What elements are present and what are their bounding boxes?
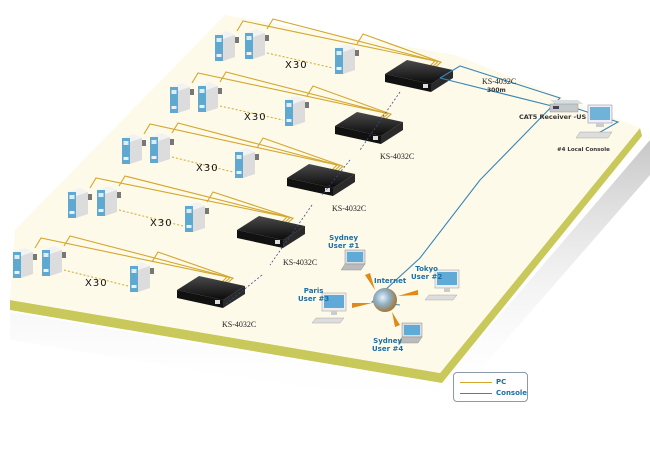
internet-label: Internet — [374, 277, 407, 285]
connector — [305, 102, 309, 108]
ks-label: KS-4032C — [482, 77, 517, 86]
kvm-row-5 — [13, 235, 245, 308]
x30-label: X30 — [150, 218, 173, 229]
cat5-receiver — [549, 100, 583, 113]
pc-range-dots — [63, 269, 129, 287]
legend-pc-label: PC — [496, 378, 507, 386]
connector — [235, 37, 239, 43]
kvm-switch — [237, 216, 305, 248]
kvm-switch — [385, 60, 453, 92]
pc-tower — [185, 202, 209, 232]
ks-label: KS-4032C — [380, 152, 415, 161]
connector — [265, 35, 269, 41]
remote-user-2-desktop — [424, 269, 460, 301]
remote-user-4-laptop — [397, 322, 423, 344]
local-console-label: #4 Local Console — [557, 147, 610, 153]
remote-user-1-laptop — [340, 249, 366, 271]
pc-tower — [170, 83, 194, 113]
kvm-row-1 — [215, 18, 453, 92]
pc-range-dots — [171, 156, 234, 173]
legend-console-swatch — [460, 393, 492, 394]
pc-range-dots — [266, 52, 334, 69]
pc-tower — [335, 44, 359, 74]
pc-tower — [150, 133, 174, 163]
kvm-row-2 — [170, 71, 403, 144]
connector — [150, 268, 154, 274]
kvm-switch — [335, 112, 403, 144]
connector — [355, 50, 359, 56]
legend-console-label: Console — [496, 389, 528, 397]
ks-label: KS-4032C — [222, 320, 257, 329]
platform-edge — [10, 128, 642, 383]
daisy-chain — [224, 91, 401, 306]
legend-pc-swatch — [460, 382, 492, 383]
pc-tower — [130, 262, 154, 292]
pc-tower — [122, 134, 146, 164]
x30-label: X30 — [85, 278, 108, 289]
kvm-switch — [287, 164, 355, 196]
pc-tower — [42, 246, 66, 276]
pc-tower — [245, 29, 269, 59]
pc-tower — [285, 96, 309, 126]
connector — [218, 88, 222, 94]
ks-label: KS-4032C — [283, 258, 318, 267]
connector — [88, 194, 92, 200]
ks-label: KS-4032C — [332, 204, 367, 213]
legend-item-pc: PC — [460, 378, 526, 386]
kvm-row-3 — [122, 122, 355, 196]
x30-label: X30 — [244, 112, 267, 123]
connector — [170, 139, 174, 145]
platform-shadow — [10, 140, 650, 410]
x30-label: X30 — [285, 60, 308, 71]
pc-tower — [235, 148, 259, 178]
connector — [33, 254, 37, 260]
connector — [190, 89, 194, 95]
kvm-row-4 — [68, 175, 305, 248]
receiver-label: CAT5 Receiver -US — [519, 113, 587, 121]
connector — [142, 140, 146, 146]
internet-arrows — [352, 273, 418, 327]
connector — [205, 208, 209, 214]
pc-tower — [97, 186, 121, 216]
pc-tower — [198, 82, 222, 112]
pc-tower — [68, 188, 92, 218]
connector — [255, 154, 259, 160]
kvm-switch — [177, 276, 245, 308]
pc-tower — [215, 31, 239, 61]
connector — [117, 192, 121, 198]
legend-item-console: Console — [460, 389, 528, 397]
internet-globe — [373, 288, 397, 312]
pc-range-dots — [219, 105, 284, 121]
local-console — [575, 104, 613, 139]
connector — [62, 252, 66, 258]
cable-length-label: 300m — [487, 87, 506, 94]
legend: PC Console — [453, 372, 528, 402]
remote-user-3-desktop — [311, 292, 347, 324]
x30-label: X30 — [196, 163, 219, 174]
pc-range-dots — [118, 209, 184, 227]
pc-tower — [13, 248, 37, 278]
